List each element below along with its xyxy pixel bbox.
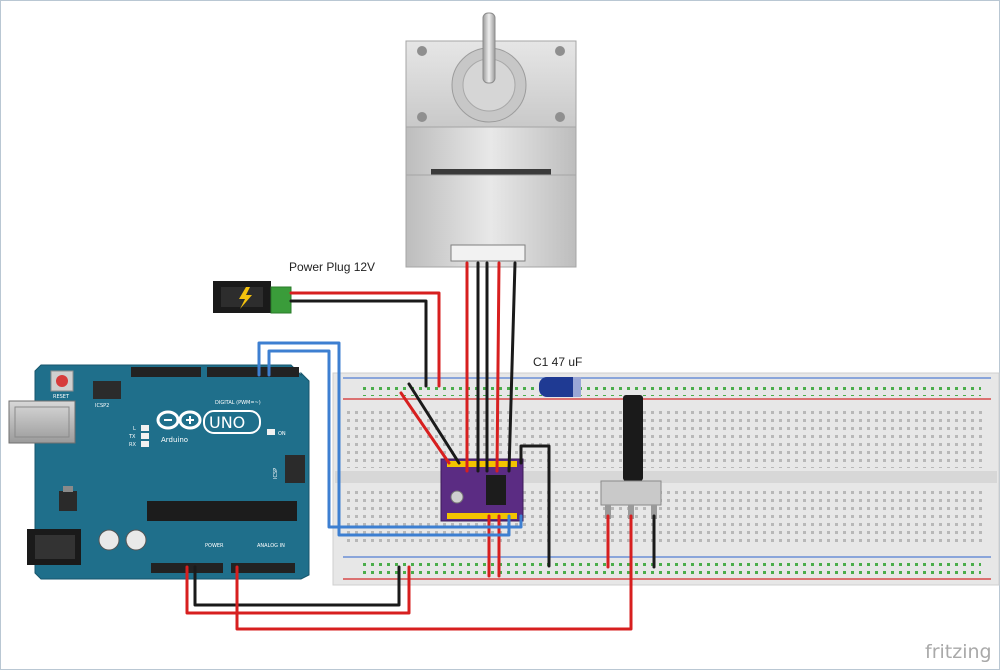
digital-label: DIGITAL (PWM=~)	[215, 400, 261, 406]
usb-port-icon	[8, 400, 76, 444]
rx-label: RX	[129, 442, 136, 448]
power-plug-label: Power Plug 12V	[289, 260, 375, 274]
stepper-motor	[405, 12, 577, 268]
fritzing-watermark: fritzing	[925, 641, 992, 663]
icsp2-label: ICSP2	[95, 403, 109, 409]
arduino-uno-board: RESET ICSP2 DIGITAL (PWM=~) L TX RX Ardu…	[8, 364, 310, 580]
analog-label: ANALOG IN	[257, 543, 285, 549]
led-l-label: L	[133, 426, 136, 432]
arduino-brand: Arduino	[161, 436, 188, 444]
arduino-logo-icon	[156, 410, 202, 430]
reset-label: RESET	[53, 394, 70, 400]
potentiometer	[600, 395, 662, 519]
on-label: ON	[278, 431, 286, 437]
wires	[185, 261, 656, 631]
power-label: POWER	[205, 543, 224, 549]
stepper-driver-module	[440, 458, 524, 522]
lightning-icon	[239, 287, 252, 309]
icsp-label: ICSP	[273, 468, 279, 479]
power-plug	[213, 281, 292, 314]
tx-label: TX	[128, 434, 136, 440]
breadboard	[332, 372, 1000, 586]
uno-model: UNO	[209, 413, 245, 432]
capacitor-c1	[539, 377, 581, 397]
capacitor-label: C1 47 uF	[533, 355, 582, 369]
